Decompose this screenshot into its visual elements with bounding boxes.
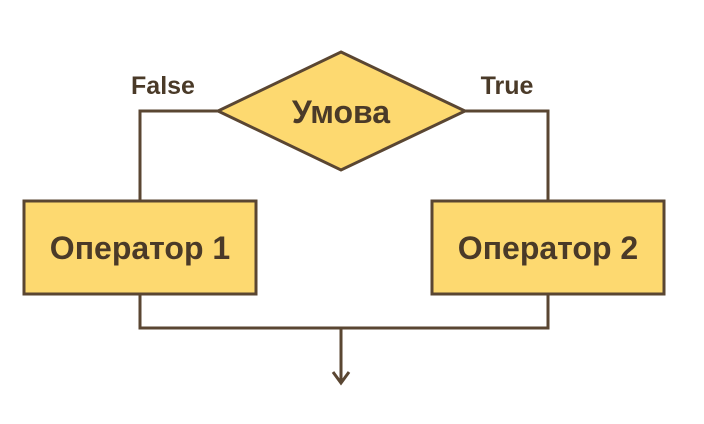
operator-1-label: Оператор 1 [50, 230, 230, 266]
true-branch-line [465, 109, 550, 201]
operator-1-box [22, 199, 258, 296]
operator-2-box [430, 199, 666, 296]
decision-label: Умова [292, 94, 390, 130]
merge-line [138, 294, 550, 330]
false-label: False [131, 72, 195, 100]
true-label: True [481, 72, 534, 100]
connector-lines [138, 109, 550, 386]
decision-diamond [214, 50, 469, 172]
operator-2-label: Оператор 2 [458, 230, 638, 266]
false-branch-line [138, 109, 218, 201]
output-arrow-head [331, 371, 351, 386]
